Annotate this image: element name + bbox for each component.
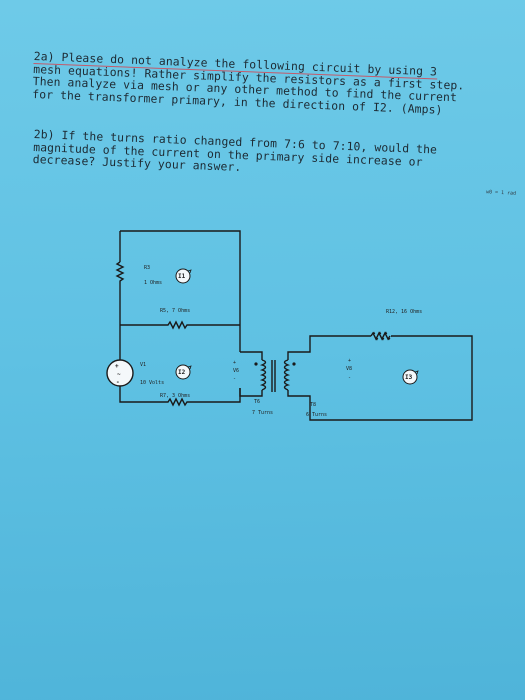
i1-label: I1 xyxy=(178,273,186,280)
t8-turns-label: 6 Turns xyxy=(306,412,327,418)
secondary-coil xyxy=(283,359,291,391)
resistor-r5 xyxy=(120,320,240,330)
primary-polarity-dot xyxy=(254,362,258,366)
transformer-core xyxy=(271,360,276,392)
t6-name-label: T6 xyxy=(254,399,260,405)
wire-primary-bottom xyxy=(239,388,263,397)
t6-turns-label: 7 Turns xyxy=(252,410,273,416)
primary-coil xyxy=(259,359,267,391)
v6-label: V6 xyxy=(233,368,239,374)
source-wave-symbol: ~ xyxy=(117,371,121,378)
source-plus-sign: + xyxy=(115,363,119,370)
i1-arrow-icon xyxy=(187,269,192,274)
v1-value-label: 10 Volts xyxy=(140,380,164,386)
resistor-r3 xyxy=(115,261,125,284)
v6-plus-sign: + xyxy=(233,360,236,366)
source-minus-sign: - xyxy=(116,379,120,386)
mesh-current-i2-icon xyxy=(175,364,191,380)
i3-label: I3 xyxy=(405,374,413,381)
resistor-r7-path xyxy=(119,386,241,407)
secondary-loop xyxy=(287,335,473,421)
r12-label: R12, 16 Ohms xyxy=(386,309,422,315)
v1-name-label: V1 xyxy=(140,362,146,368)
secondary-polarity-dot xyxy=(292,362,296,366)
i2-arrow-icon xyxy=(187,365,192,370)
i2-label: I2 xyxy=(178,369,186,376)
i3-arrow-icon xyxy=(414,370,419,375)
wire-to-primary-top xyxy=(240,351,263,360)
wire-top-mesh1 xyxy=(120,230,241,325)
v8-plus-sign: + xyxy=(348,358,351,364)
mesh-current-i1-icon xyxy=(175,268,191,284)
r5-label: R5, 7 Ohms xyxy=(160,308,190,314)
v8-label: V8 xyxy=(346,366,352,372)
r3-value-label: 1 Ohms xyxy=(144,280,162,286)
v6-minus-sign: - xyxy=(233,376,236,382)
voltage-source-v1 xyxy=(106,359,134,387)
r7-label: R7, 3 Ohms xyxy=(160,393,190,399)
t8-name-label: T8 xyxy=(310,402,316,408)
v8-minus-sign: - xyxy=(348,375,351,381)
mesh-current-i3-icon xyxy=(402,369,418,385)
resistor-r12-zigzag xyxy=(370,331,391,341)
r3-name-label: R3 xyxy=(144,265,150,271)
